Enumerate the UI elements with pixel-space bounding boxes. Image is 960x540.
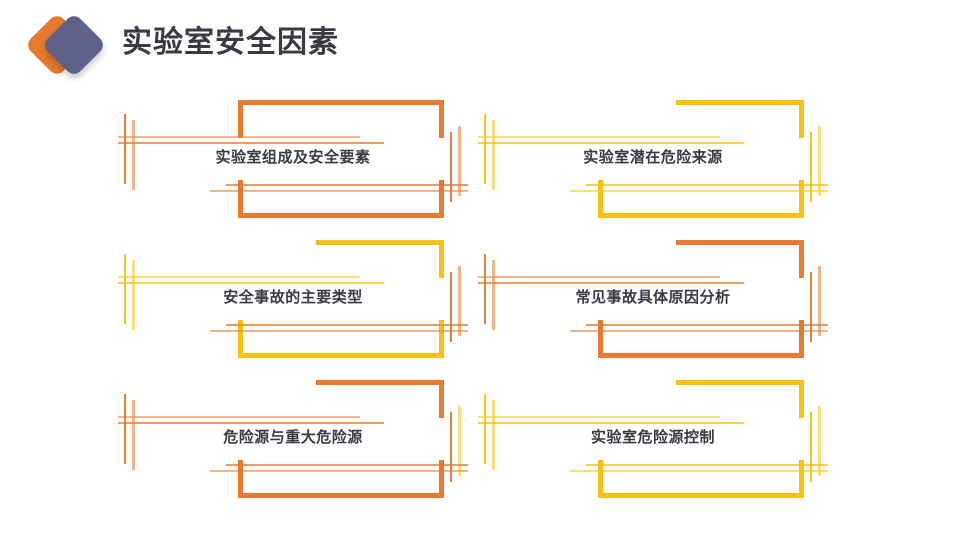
crosshair-right-line-a <box>810 132 812 202</box>
crosshair-left-line-a <box>124 114 126 184</box>
rule-lower-long <box>570 470 828 472</box>
bracket-bottom-left-corner <box>598 320 726 358</box>
crosshair-left-line-a <box>124 254 126 324</box>
crosshair-left-line-a <box>124 394 126 464</box>
bracket-bottom-right-corner <box>316 180 444 218</box>
rule-lower-short <box>226 464 468 466</box>
page-title: 实验室安全因素 <box>122 26 339 59</box>
rule-lower-short <box>226 324 468 326</box>
rule-upper-long <box>118 142 384 144</box>
crosshair-right-line-b <box>458 266 461 336</box>
crosshair-left-line-b <box>492 260 495 330</box>
bracket-bottom-right-corner <box>676 180 804 218</box>
crosshair-left-line-a <box>484 114 486 184</box>
crosshair-left-line-b <box>132 400 135 470</box>
diamond-logo <box>18 12 114 78</box>
rule-lower-long <box>570 330 828 332</box>
rule-lower-long <box>210 470 468 472</box>
rule-upper-short <box>478 136 720 138</box>
agenda-item-2[interactable]: 实验室潜在危险来源 <box>478 88 828 228</box>
crosshair-right-line-a <box>450 272 452 342</box>
crosshair-right-line-b <box>818 126 821 196</box>
rule-upper-short <box>118 276 360 278</box>
agenda-item-label: 危险源与重大危险源 <box>223 429 363 446</box>
bracket-top-right-corner <box>676 240 804 278</box>
agenda-item-3[interactable]: 安全事故的主要类型 <box>118 228 468 368</box>
rule-upper-long <box>118 282 384 284</box>
crosshair-right-line-a <box>450 412 452 482</box>
slide-header: 实验室安全因素 <box>0 0 960 88</box>
crosshair-right-line-b <box>818 406 821 476</box>
bracket-bottom-right-corner <box>316 320 444 358</box>
rule-lower-long <box>210 190 468 192</box>
crosshair-right-line-b <box>458 406 461 476</box>
crosshair-right-line-a <box>810 272 812 342</box>
agenda-item-4[interactable]: 常见事故具体原因分析 <box>478 228 828 368</box>
rule-lower-short <box>226 184 468 186</box>
rule-lower-long <box>570 190 828 192</box>
bracket-bottom-left-corner <box>238 460 366 498</box>
rule-lower-short <box>586 184 828 186</box>
bracket-bottom-left-corner <box>598 460 726 498</box>
agenda-item-label: 实验室危险源控制 <box>590 429 715 446</box>
crosshair-right-line-a <box>450 132 452 202</box>
crosshair-left-line-b <box>132 120 135 190</box>
rule-upper-long <box>478 422 744 424</box>
agenda-item-label: 实验室潜在危险来源 <box>583 149 723 166</box>
rule-upper-short <box>118 416 360 418</box>
bracket-top-right-corner <box>676 100 804 138</box>
crosshair-left-line-b <box>492 400 495 470</box>
bracket-top-right-corner <box>676 380 804 418</box>
bracket-top-left-corner <box>238 100 366 138</box>
bracket-bottom-left-corner <box>238 320 366 358</box>
agenda-item-1[interactable]: 实验室组成及安全要素 <box>118 88 468 228</box>
bracket-bottom-left-corner <box>598 180 726 218</box>
agenda-item-label: 常见事故具体原因分析 <box>575 289 731 306</box>
bracket-top-right-corner <box>316 100 444 138</box>
crosshair-right-line-b <box>458 126 461 196</box>
crosshair-left-line-b <box>492 120 495 190</box>
crosshair-right-line-a <box>810 412 812 482</box>
crosshair-right-line-b <box>818 266 821 336</box>
rule-upper-long <box>478 142 744 144</box>
crosshair-left-line-b <box>132 260 135 330</box>
rule-upper-short <box>478 276 720 278</box>
crosshair-left-line-a <box>484 254 486 324</box>
bracket-top-right-corner <box>316 380 444 418</box>
rule-lower-short <box>586 324 828 326</box>
agenda-item-label: 安全事故的主要类型 <box>223 289 363 306</box>
rule-upper-short <box>478 416 720 418</box>
rule-lower-short <box>586 464 828 466</box>
bracket-top-right-corner <box>316 240 444 278</box>
agenda-item-6[interactable]: 实验室危险源控制 <box>478 368 828 508</box>
bracket-bottom-right-corner <box>676 460 804 498</box>
agenda-grid: 实验室组成及安全要素 实验室潜在危险来源 <box>0 88 960 540</box>
rule-upper-long <box>478 282 744 284</box>
agenda-item-label: 实验室组成及安全要素 <box>215 149 371 166</box>
rule-lower-long <box>210 330 468 332</box>
rule-upper-long <box>118 422 384 424</box>
bracket-bottom-right-corner <box>316 460 444 498</box>
bracket-bottom-right-corner <box>676 320 804 358</box>
rule-upper-short <box>118 136 360 138</box>
crosshair-left-line-a <box>484 394 486 464</box>
agenda-item-5[interactable]: 危险源与重大危险源 <box>118 368 468 508</box>
bracket-bottom-left-corner <box>238 180 366 218</box>
